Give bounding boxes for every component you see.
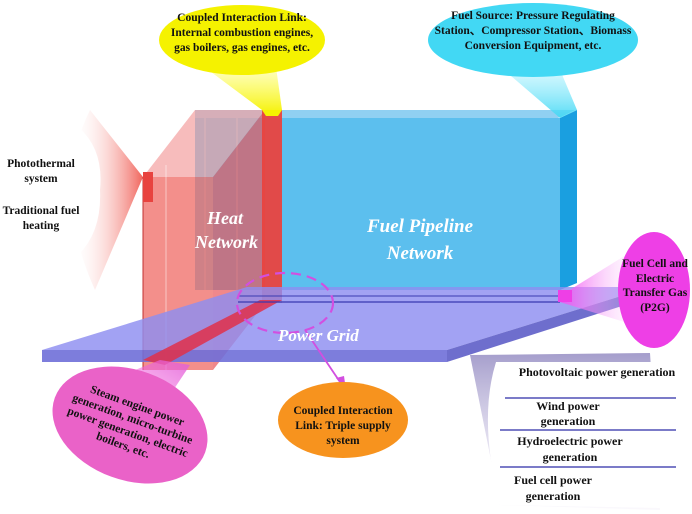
fuel-source-bubble <box>428 3 638 77</box>
fuel-cell-text: Fuel Cell and Electric Transfer Gas (P2G… <box>622 258 688 314</box>
power-source-wind: Wind power generation <box>536 399 600 428</box>
heat-input-marker <box>143 172 153 202</box>
p2g-marker <box>558 290 572 302</box>
heat-coupling-bar <box>262 110 282 303</box>
photothermal-panel <box>0 100 101 285</box>
power-source-fuel-cell: Fuel cell power generation <box>514 473 592 503</box>
fuel-cell-bubble <box>618 232 690 348</box>
steam-bubble <box>52 366 208 484</box>
triple-supply-arrow <box>304 329 341 383</box>
coupling-yellow-cap <box>262 110 282 116</box>
grid-heat-coupling <box>143 300 282 365</box>
coupled-top-bubble <box>159 5 325 75</box>
photothermal-text: Photothermal system <box>7 158 75 185</box>
triple-supply-ellipse <box>235 271 335 335</box>
coupled-top-text: Coupled Interaction Link: Internal combu… <box>170 12 314 54</box>
coupled-bottom-bubble <box>278 382 408 458</box>
fuel-box-side <box>560 110 577 290</box>
power-source-hydroelectric: Hydroelectric power generation <box>517 434 623 464</box>
traditional-heating-text: Traditional fuel heating <box>2 205 80 232</box>
fuel-box-top <box>195 110 575 118</box>
power-source-photovoltaic: Photovoltaic power generation <box>518 365 676 379</box>
heat-network-label: Heat Network <box>195 208 258 252</box>
power-sources-dividers <box>500 397 676 468</box>
power-grid-edge <box>42 350 447 362</box>
fuel-source-text: Fuel Source: Pressure Regulating Station… <box>434 10 632 52</box>
heat-panel-top <box>143 110 265 177</box>
fuel-pipeline-label: Fuel Pipeline Network <box>366 216 474 264</box>
coupled-bottom-text: Coupled Interaction Link: Triple supply … <box>293 405 393 447</box>
power-grid-label: Power Grid <box>278 326 359 345</box>
